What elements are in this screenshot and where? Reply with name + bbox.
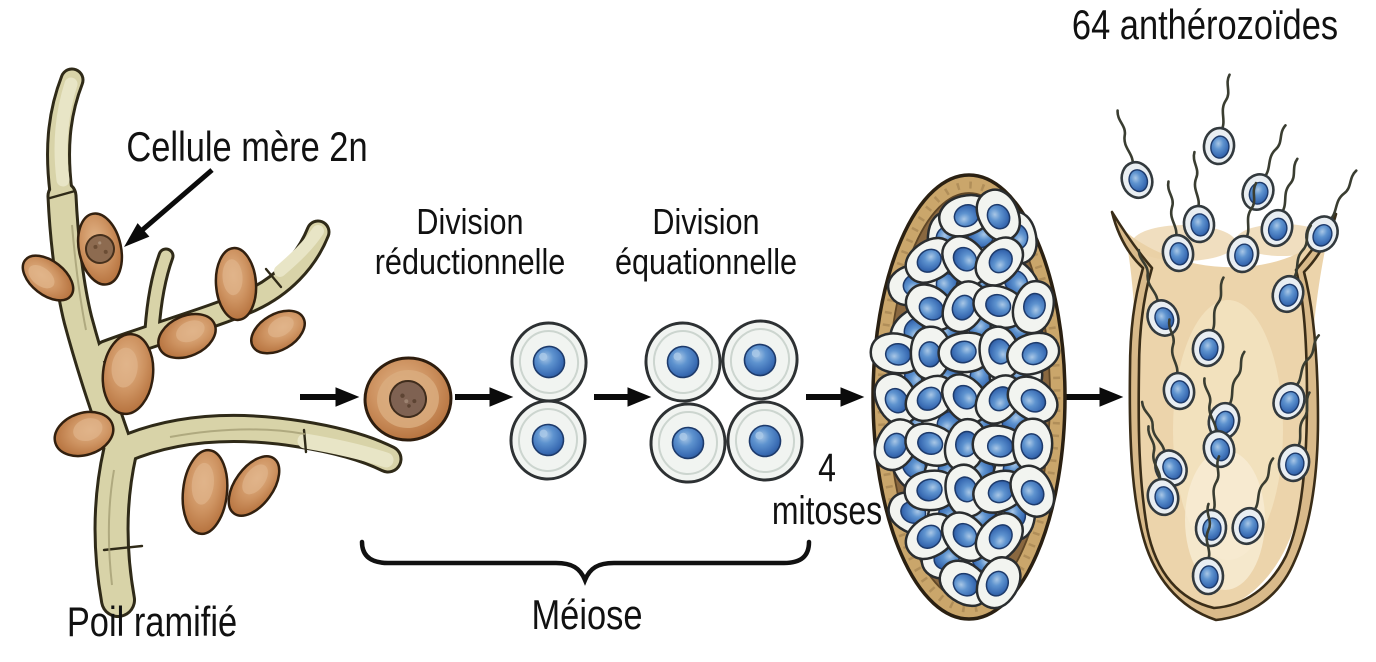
- flow-arrow-icon-3: [594, 387, 652, 407]
- isolated-mother-cell: [363, 356, 453, 442]
- division-equationnelle-label: Division équationnelle: [615, 202, 797, 282]
- flow-arrow-icon-5: [1063, 387, 1124, 407]
- branched-hair-label: Poil ramifié: [66, 598, 238, 645]
- full-antheridium: [864, 173, 1067, 621]
- two-cell-stage: [505, 316, 593, 484]
- mother-cell-2n: [76, 212, 124, 286]
- antherozoids-count-label: 64 anthérozoïdes: [1071, 1, 1339, 48]
- division-reductionnelle-line2: réductionnelle: [374, 241, 566, 282]
- division-equationnelle-line1: Division: [652, 201, 760, 242]
- division-reductionnelle-line1: Division: [416, 201, 524, 242]
- mother-cell-label: Cellule mère 2n: [126, 123, 368, 170]
- flow-arrow-icon-4: [806, 387, 865, 407]
- mitoses-line1: 4: [818, 446, 836, 490]
- flow-arrow-icon-1: [300, 387, 360, 407]
- meiosis-brace: [359, 539, 812, 586]
- empty-antheridium: [1099, 71, 1369, 622]
- flow-arrow-icon-2: [455, 387, 514, 407]
- division-equationnelle-line2: équationnelle: [614, 241, 798, 282]
- mitoses-line2: mitoses: [771, 489, 883, 533]
- meiosis-label: Méiose: [531, 591, 643, 638]
- flow-arrows: [300, 387, 1124, 407]
- mitoses-label: 4 mitoses: [772, 447, 882, 533]
- division-reductionnelle-label: Division réductionnelle: [375, 202, 566, 282]
- branched-hair-illustration: [21, 67, 403, 618]
- mother-cell-arrow-icon: [124, 168, 214, 247]
- hair-cells: [21, 212, 306, 536]
